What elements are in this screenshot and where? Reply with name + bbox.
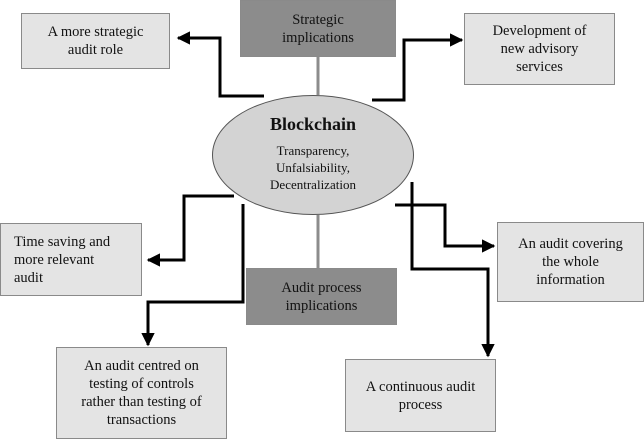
arrow-to-continuous-audit xyxy=(410,182,495,358)
strategic-role-line-1: A more strategic xyxy=(47,24,144,40)
controls-testing-line-2: testing of controls xyxy=(89,376,194,392)
whole-information-line-2: the whole xyxy=(542,254,599,270)
hub-title: Blockchain xyxy=(269,114,357,134)
advisory-services-line-2: new advisory xyxy=(500,41,579,57)
strategic-role-box: A more strategic audit role xyxy=(21,13,170,69)
whole-information-line-1: An audit covering xyxy=(518,236,623,252)
time-saving-line-1: Time saving and xyxy=(14,233,111,250)
audit-process-line-2: implications xyxy=(285,297,358,314)
arrow-to-time-saving xyxy=(146,194,234,267)
audit-process-implications-box: Audit process implications xyxy=(246,268,397,325)
continuous-audit-box: A continuous audit process xyxy=(345,359,496,432)
controls-testing-box: An audit centred on testing of controls … xyxy=(56,347,227,439)
time-saving-box: Time saving and more relevant audit xyxy=(0,223,142,296)
controls-testing-line-3: rather than testing of xyxy=(81,394,202,410)
time-saving-line-3: audit xyxy=(14,269,43,286)
hub-property-decentralization: Decentralization xyxy=(270,177,356,192)
arrow-to-whole-information xyxy=(395,203,496,253)
arrow-to-controls-testing xyxy=(141,204,245,347)
blockchain-hub: Blockchain Transparency, Unfalsiability,… xyxy=(212,95,414,215)
advisory-services-box: Development of new advisory services xyxy=(464,13,615,85)
controls-testing-line-4: transactions xyxy=(106,412,177,428)
advisory-services-line-1: Development of xyxy=(492,23,587,39)
controls-testing-line-1: An audit centred on xyxy=(84,358,199,374)
whole-information-box: An audit covering the whole information xyxy=(497,222,644,302)
time-saving-line-2: more relevant xyxy=(14,251,95,268)
advisory-services-line-3: services xyxy=(516,59,563,75)
strategic-implications-box: Strategic implications xyxy=(240,0,396,57)
audit-process-line-1: Audit process xyxy=(281,279,362,296)
arrow-to-strategic-role xyxy=(176,31,264,98)
continuous-audit-line-1: A continuous audit xyxy=(365,378,476,395)
strategic-implications-line-2: implications xyxy=(282,29,354,46)
hub-properties: Transparency, Unfalsiability, Decentrali… xyxy=(270,142,356,193)
strategic-implications-line-1: Strategic xyxy=(292,11,344,28)
continuous-audit-line-2: process xyxy=(398,396,443,413)
strategic-role-line-2: audit role xyxy=(67,42,124,58)
arrow-to-advisory-services xyxy=(372,33,464,102)
hub-property-unfalsiability: Unfalsiability, xyxy=(276,160,350,175)
hub-property-transparency: Transparency, xyxy=(276,143,350,158)
whole-information-line-3: information xyxy=(536,272,605,288)
